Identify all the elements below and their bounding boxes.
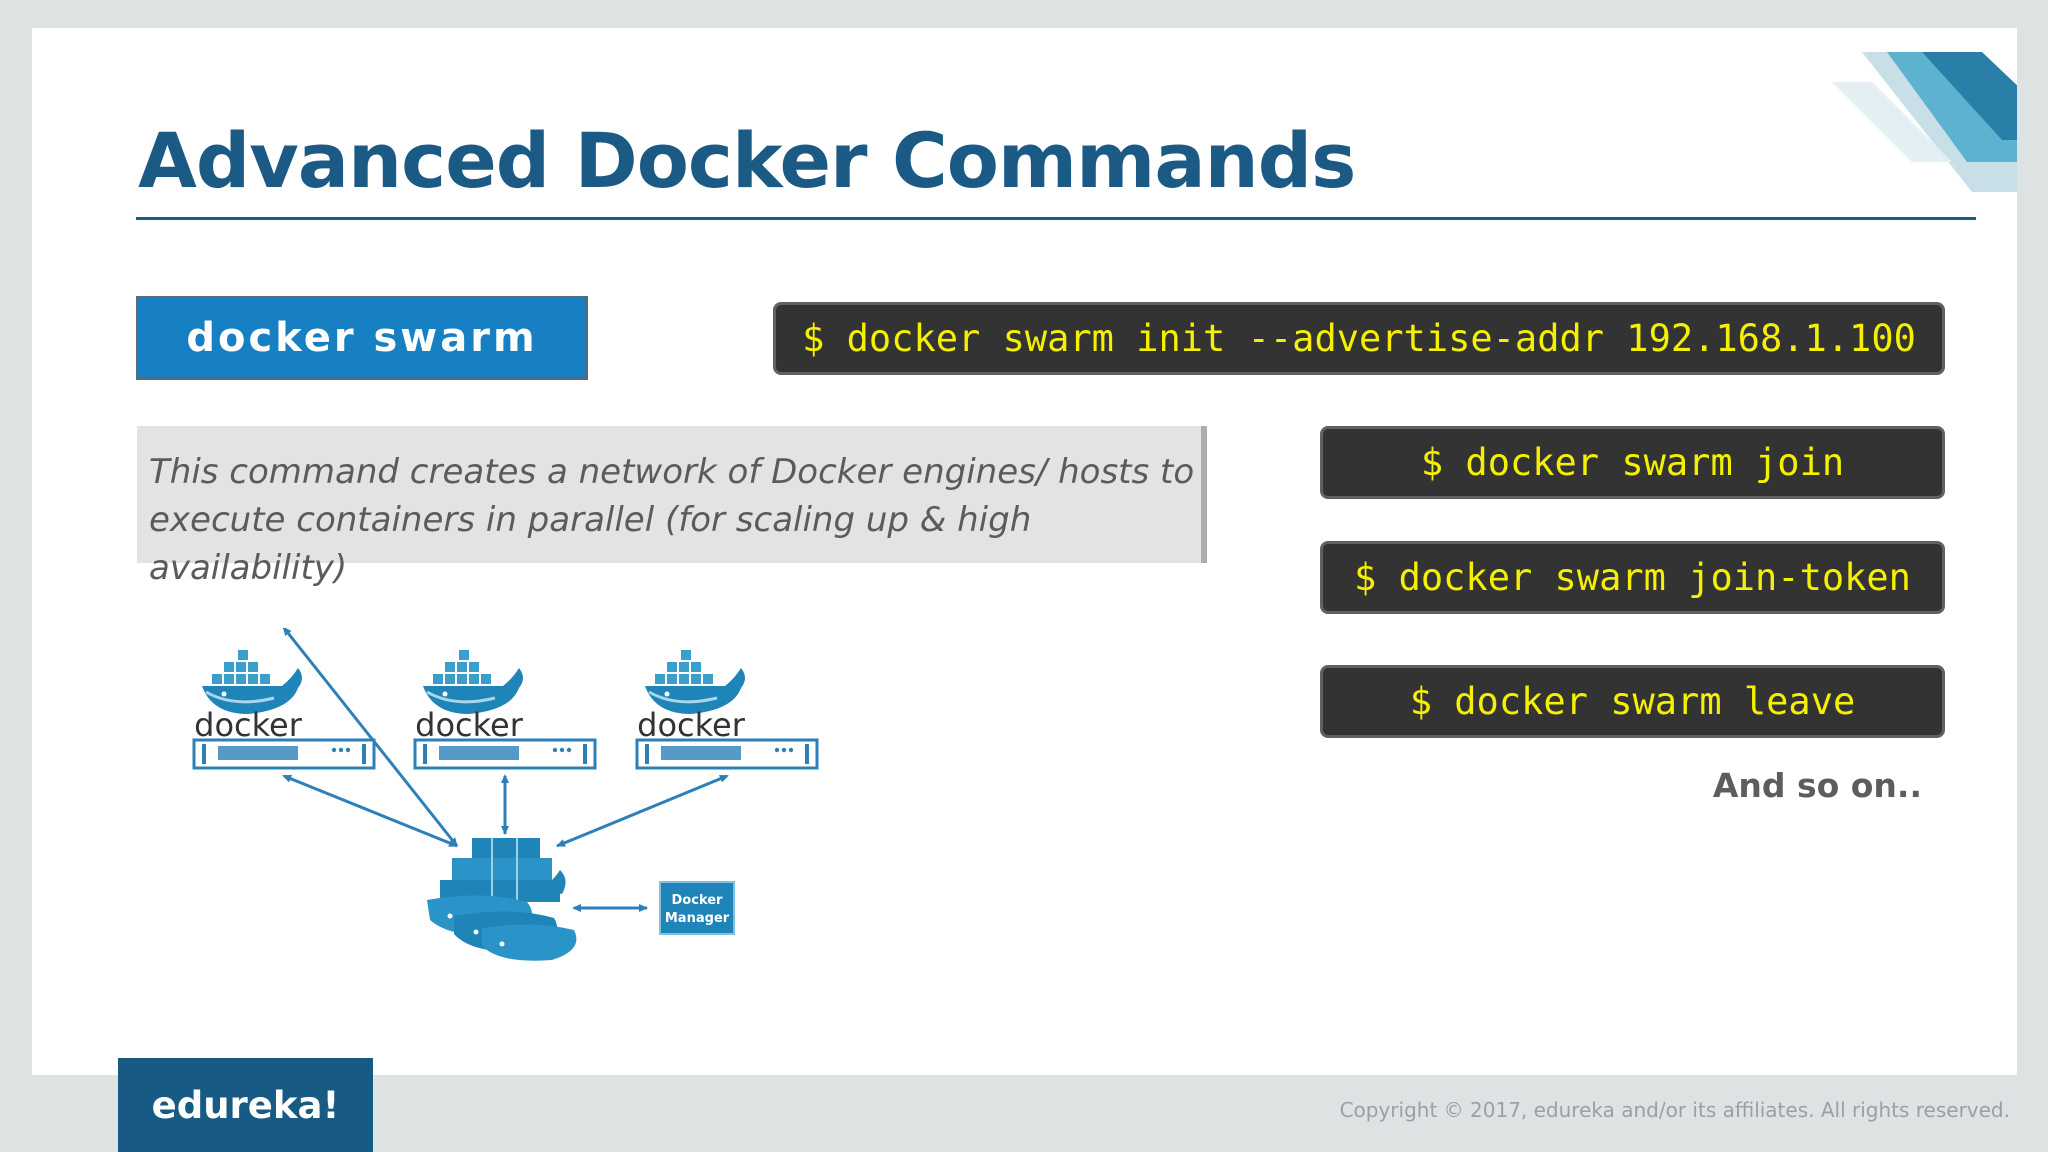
docker-manager-box: Docker Manager bbox=[659, 881, 735, 935]
manager-label-line-1: Docker bbox=[672, 893, 724, 908]
docker-node-label: docker bbox=[637, 706, 746, 744]
command-swarm-leave: $ docker swarm leave bbox=[1320, 665, 1945, 738]
docker-node-label: docker bbox=[194, 706, 303, 744]
description-box: This command creates a network of Docker… bbox=[137, 426, 1207, 588]
and-so-on-text: And so on.. bbox=[1712, 766, 1922, 805]
command-swarm-join-token: $ docker swarm join-token bbox=[1320, 541, 1945, 614]
command-swarm-join: $ docker swarm join bbox=[1320, 426, 1945, 499]
manager-label-line-2: Manager bbox=[665, 911, 730, 926]
command-label-box: docker swarm bbox=[136, 296, 588, 380]
copyright-text: Copyright © 2017, edureka and/or its aff… bbox=[1339, 1098, 2010, 1122]
title-divider bbox=[136, 217, 1976, 220]
description-line-1: This command creates a network of Docker… bbox=[149, 452, 1195, 492]
page-title: Advanced Docker Commands bbox=[138, 116, 1356, 205]
arrow-node-3 bbox=[556, 774, 729, 848]
edureka-logo: edureka! bbox=[118, 1058, 373, 1152]
docker-node-2: docker bbox=[413, 648, 597, 770]
swarm-diagram: docker docker docker bbox=[192, 628, 819, 961]
command-swarm-init: $ docker swarm init --advertise-addr 192… bbox=[773, 302, 1945, 375]
docker-node-label: docker bbox=[415, 706, 524, 744]
docker-node-3: docker bbox=[635, 648, 819, 770]
slide: Advanced Docker Commands docker swarm Th… bbox=[32, 28, 2017, 1075]
description-line-2: execute containers in parallel (for scal… bbox=[149, 500, 1032, 588]
corner-decoration bbox=[1832, 52, 2017, 192]
swarm-cluster-icon bbox=[427, 838, 577, 961]
